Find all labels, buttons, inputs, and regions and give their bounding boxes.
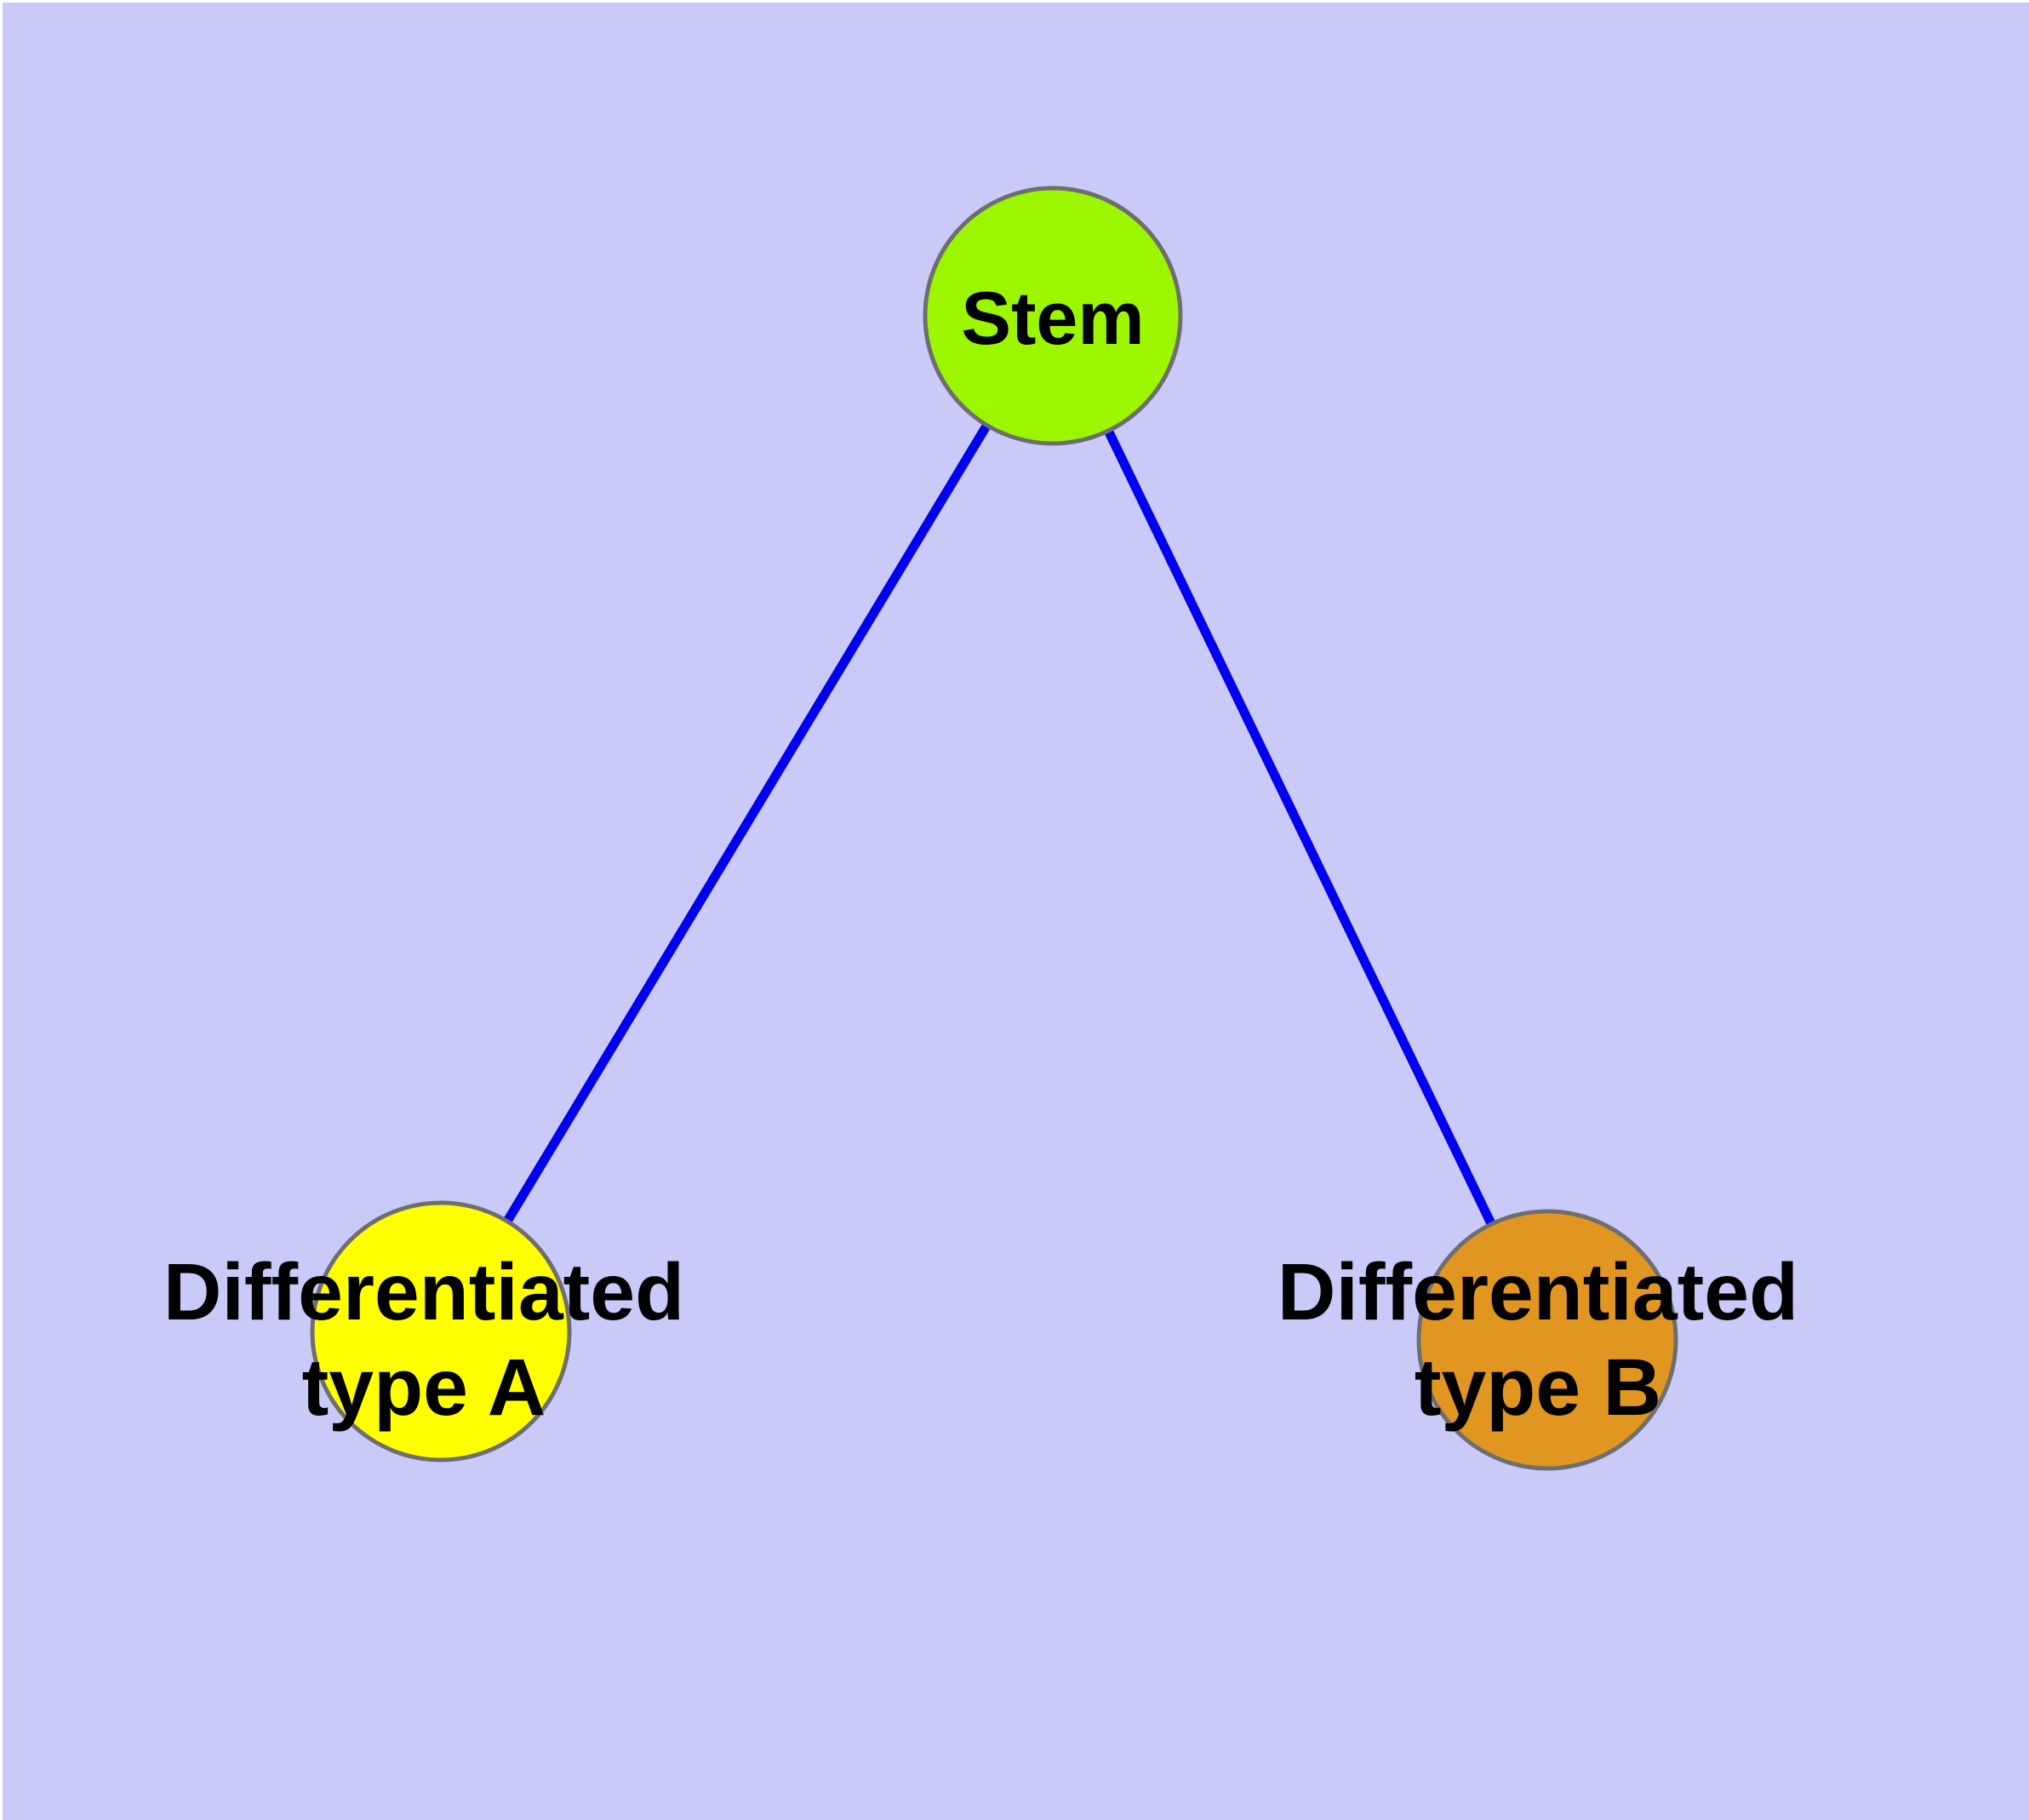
- node-stem-label: Stem: [961, 276, 1144, 360]
- node-type-a-label-line1: Differentiated: [163, 1247, 684, 1337]
- node-type-a: [310, 1200, 572, 1462]
- node-stem: [923, 186, 1183, 446]
- node-type-b: [1416, 1209, 1678, 1471]
- node-type-b-label-line1: Differentiated: [1277, 1247, 1798, 1337]
- node-type-a-label-line2: type A: [302, 1342, 546, 1433]
- edge-stem-to-type-a: [437, 313, 1057, 1334]
- edge-stem-to-type-b: [1049, 313, 1552, 1342]
- node-type-b-label-line2: type B: [1415, 1342, 1661, 1433]
